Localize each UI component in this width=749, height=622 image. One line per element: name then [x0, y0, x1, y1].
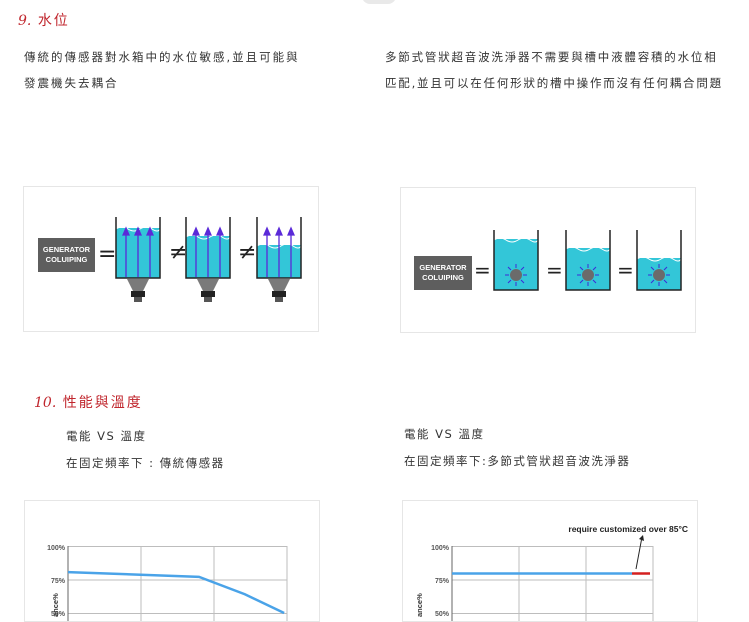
right-ytick-50: 50% [435, 611, 450, 618]
tank-medium-icon [185, 217, 231, 302]
section-9-title-text: 水位 [37, 13, 70, 29]
section-9-right-line-2: 匹配,並且可以在任何形狀的槽中操作而沒有任何耦合問題 [385, 76, 723, 90]
right-chart-grid [451, 546, 654, 621]
section-9-left-text: 傳統的傳感器對水箱中的水位敏感,並且可能與 發震機失去耦合 [24, 44, 354, 96]
not-equals-sign-2: ≠ [238, 240, 257, 265]
section-9-title: 9. 水位 [18, 10, 70, 30]
tubular-tank-medium-icon [565, 230, 611, 291]
section-10-title-text: 性能與溫度 [62, 395, 143, 411]
section-10-right-caption: 電能 VS 溫度 在固定頻率下:多節式管狀超音波洗淨器 [404, 426, 744, 469]
generator-label-line-1: GENERATOR [42, 245, 91, 254]
left-ytick-100: 100% [47, 545, 66, 552]
equals-sign-r3: = [617, 258, 634, 282]
generator-label-line-2: COLUIPING [45, 255, 88, 264]
section-10-title: 10. 性能與溫度 [34, 392, 143, 412]
left-chart-frame: 100% 75% 50% ance% [24, 500, 320, 622]
left-chart-subheading: 在固定頻率下 : 傳統傳感器 [66, 456, 225, 470]
section-10-left-caption: 電能 VS 溫度 在固定頻率下 : 傳統傳感器 [66, 428, 346, 471]
right-chart-frame: 100% 75% 50% ance% require customized ov… [402, 500, 698, 622]
tank-low-icon [256, 217, 302, 302]
equals-sign-r2: = [546, 258, 563, 282]
left-chart-grid [67, 546, 288, 621]
section-9-number: 9. [18, 13, 32, 29]
tubular-tank-full-icon [493, 230, 539, 291]
right-ytick-75: 75% [435, 578, 450, 585]
section-9-left-line-2: 發震機失去耦合 [24, 76, 119, 90]
right-chart-annotation: require customized over 85°C [568, 524, 688, 534]
equals-sign: = [98, 242, 117, 267]
generator-label-right-line-1: GENERATOR [419, 263, 467, 272]
annotation-arrow-icon [639, 535, 644, 541]
section-9-right-text: 多節式管狀超音波洗淨器不需要與槽中液體容積的水位相 匹配,並且可以在任何形狀的槽… [385, 44, 749, 96]
section-10-number: 10. [34, 395, 57, 411]
section-9-left-line-1: 傳統的傳感器對水箱中的水位敏感,並且可能與 [24, 50, 300, 64]
tank-full-icon [115, 217, 161, 302]
right-chart-heading: 電能 VS 溫度 [404, 427, 485, 441]
generator-label-right-line-2: COLUIPING [422, 273, 464, 282]
left-series-line [67, 570, 285, 615]
left-performance-chart: 100% 75% 50% ance% [47, 545, 288, 621]
right-ytick-100: 100% [431, 545, 450, 552]
left-ylabel: ance% [51, 593, 60, 617]
not-equals-sign-1: ≠ [169, 240, 188, 265]
left-ytick-75: 75% [51, 578, 66, 585]
right-performance-chart: 100% 75% 50% ance% require customized ov… [415, 524, 688, 621]
equals-sign-r1: = [474, 258, 491, 282]
tubular-water-level-diagram: GENERATOR COLUIPING = = = [400, 187, 696, 333]
right-ylabel: ance% [415, 593, 424, 617]
section-9-right-line-1: 多節式管狀超音波洗淨器不需要與槽中液體容積的水位相 [385, 50, 718, 64]
annotation-pointer-line [635, 536, 643, 570]
generator-box: GENERATOR COLUIPING [38, 238, 95, 272]
traditional-water-level-diagram: GENERATOR COLUIPING = ≠ ≠ [23, 186, 319, 332]
right-chart-subheading: 在固定頻率下:多節式管狀超音波洗淨器 [404, 454, 631, 468]
tubular-tank-low-icon [636, 230, 682, 291]
left-chart-heading: 電能 VS 溫度 [66, 429, 147, 443]
top-tab-decoration [362, 0, 396, 4]
generator-box-right: GENERATOR COLUIPING [414, 256, 472, 290]
